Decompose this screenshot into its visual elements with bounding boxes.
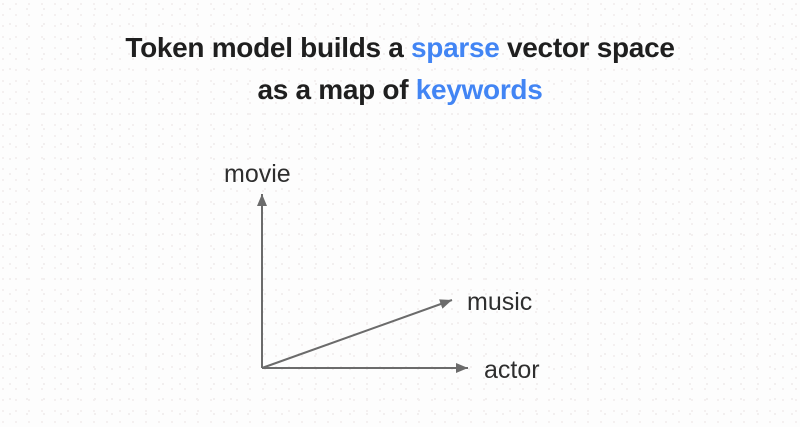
axis-label-actor: actor (484, 356, 540, 384)
title-text-segment: vector space (499, 32, 675, 63)
axis-label-movie: movie (224, 160, 291, 188)
slide-title-line-1: Token model builds a sparse vector space (0, 27, 800, 69)
title-text-segment: Token model builds a (125, 32, 412, 63)
axis-label-music: music (467, 288, 533, 316)
title-highlight-sparse: sparse (411, 32, 500, 63)
music-vector-arrow (261, 299, 453, 369)
slide-title-line-2: as a map of keywords (0, 69, 800, 111)
slide-title: Token model builds a sparse vector space… (0, 27, 800, 111)
title-highlight-keywords: keywords (415, 74, 543, 105)
title-text-segment: as a map of (257, 74, 416, 105)
